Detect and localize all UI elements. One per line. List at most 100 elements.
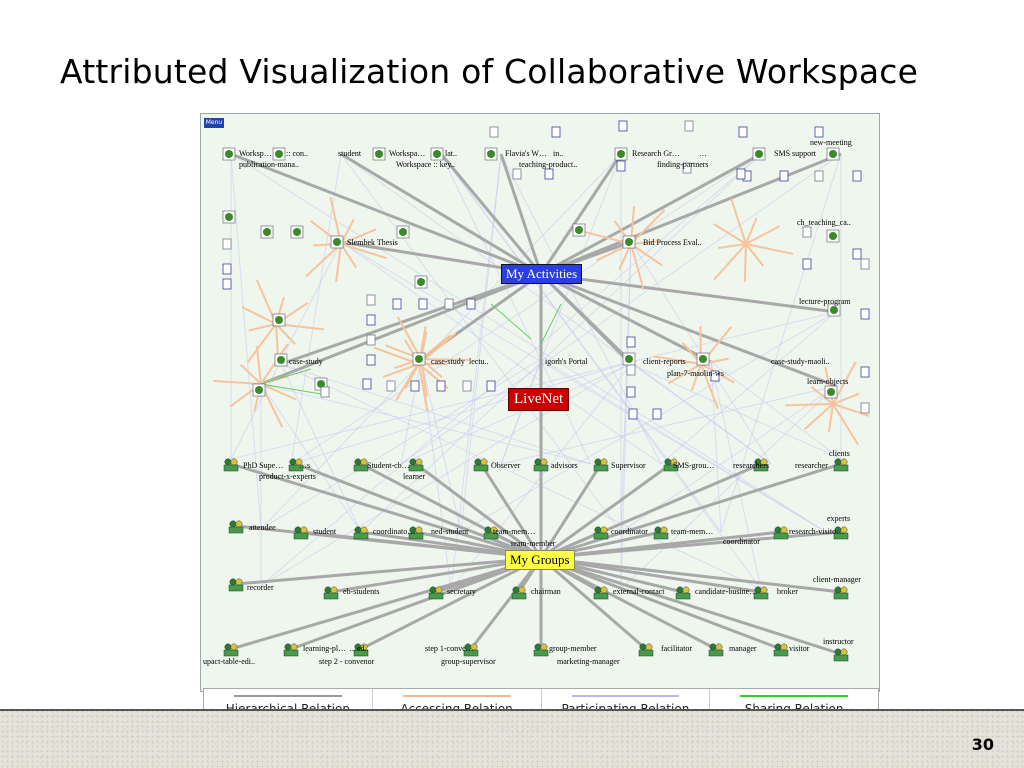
group-icon-person [600,586,608,594]
participating-relation-edge [260,383,592,465]
accessing-relation-edge [382,363,420,378]
hierarchical-relation-edge [340,152,542,276]
group-label: Student-cb… [367,461,410,470]
document-icon [860,308,870,320]
hierarchical-relation-edge [540,556,782,651]
my-groups-node[interactable]: My Groups [505,550,575,570]
group-icon-body [288,464,304,472]
group-icon-person [664,458,672,466]
menu-tag[interactable]: Menu [204,118,224,128]
group-icon-body [223,464,239,472]
group-label: learning-pl… [303,644,346,653]
group-icon-person [594,586,602,594]
document-icon [814,170,824,182]
group-icon-person [780,643,788,651]
group-label: secretary [447,587,476,596]
document-icon [466,298,476,310]
group-label: …s [299,461,310,470]
slide-title: Attributed Visualization of Collaborativ… [60,52,919,91]
hierarchical-relation-edge [540,530,842,560]
accessing-relation-edge [335,243,342,282]
legend-swatch [234,695,342,697]
accessing-relation-edge [745,225,780,245]
my-activities-node[interactable]: My Activities [501,264,583,284]
participating-relation-edge [720,153,842,533]
group-icon-person [534,643,542,651]
group-label: Supervisor [611,461,646,470]
workspace-icon-core [830,306,838,314]
participating-relation-edge [260,153,762,587]
group-icon-person [512,586,520,594]
group-icon-person [774,643,782,651]
accessing-relation-edge [667,363,702,385]
accessing-relation-edge [340,228,377,245]
document-icon [544,168,554,180]
accessing-relation-edge [340,243,357,269]
group-label: visitor [789,644,810,653]
group-label: broker [777,587,798,596]
document-icon [551,126,561,138]
participating-relation-edge [230,153,822,530]
document-icon [860,402,870,414]
group-label: research-visito… [789,527,844,536]
participating-relation-edge [420,358,462,533]
participating-relation-edge [460,311,837,533]
group-icon-person [224,643,232,651]
group-label: group-member [549,644,597,653]
document-icon [814,126,824,138]
footer-texture [0,709,1024,768]
group-icon-body [833,654,849,662]
workspace-icon-core [263,228,271,236]
group-label: researchers [733,461,769,470]
group-icon-person [409,458,417,466]
group-icon-body [353,464,369,472]
accessing-relation-edge [827,403,834,432]
group-icon-person [639,643,647,651]
activity-label: learn-objects [807,377,848,386]
document-icon [392,298,402,310]
footer-divider [0,709,1024,711]
accessing-relation-edge [260,343,289,385]
participating-relation-edge [500,385,837,465]
group-label: team-mem… [671,527,713,536]
activity-label: Workspa… [389,149,425,158]
participating-relation-edge [280,363,362,533]
livenet-node[interactable]: LiveNet [508,388,570,411]
collaborative-workspace-diagram: Worksp…:: con..publication-mana..student… [200,113,880,692]
participating-relation-edge [260,361,632,587]
workspace-icon-core [375,150,383,158]
group-label: step 2 - convenor [319,657,375,666]
group-icon-person [429,586,437,594]
group-icon-person [645,643,653,651]
participating-relation-edge [230,153,262,530]
document-icon [444,298,454,310]
document-icon [802,226,812,238]
participating-relation-edge [280,363,762,590]
workspace-icon-core [255,386,263,394]
group-icon-person [840,648,848,656]
document-icon [852,170,862,182]
workspace-icon-core [829,232,837,240]
sharing-relation-edge [260,383,322,395]
participating-relation-edge [340,241,662,465]
document-icon [626,386,636,398]
hierarchical-relation-edge [540,556,842,594]
group-label: group-supervisor [441,657,496,666]
group-label: ned-student [431,527,469,536]
group-icon-body [753,592,769,600]
document-icon [462,380,472,392]
hierarchical-relation-edge [540,272,837,388]
legend-swatch [402,695,511,697]
activity-label: finding-partners [657,160,709,169]
participating-relation-edge [500,358,542,465]
document-icon [362,378,372,390]
group-icon-person [300,526,308,534]
group-icon-body [228,584,244,592]
group-label: marketing-manager [557,657,620,666]
group-icon-person [284,643,292,651]
hierarchical-relation-edge [540,152,762,276]
accessing-relation-edge [305,243,342,278]
group-icon-body [533,649,549,657]
participating-relation-edge [710,361,722,533]
group-icon-body [708,649,724,657]
